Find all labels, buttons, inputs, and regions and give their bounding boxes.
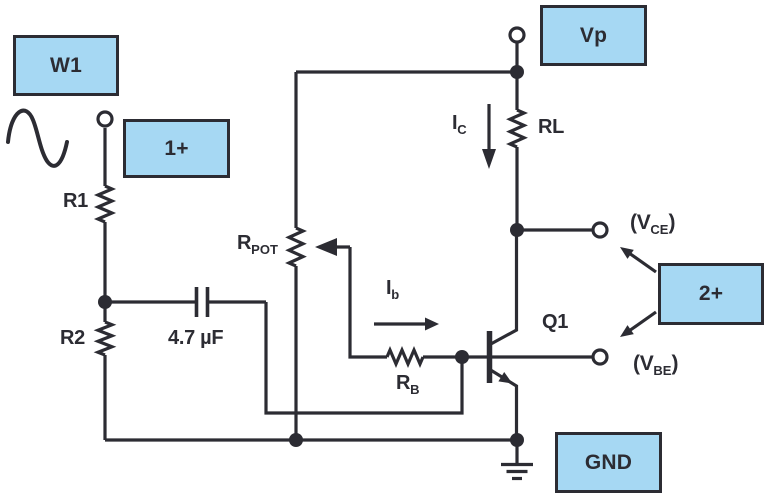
vp-terminal: [508, 26, 526, 44]
transistor-emitter-lead: [488, 367, 519, 440]
junction-dot: [510, 223, 524, 237]
pot-wiper-arrowhead: [315, 238, 337, 256]
junction-dot: [510, 65, 524, 79]
ib-label: Ib: [386, 277, 400, 302]
sine-wave-icon: [6, 108, 69, 168]
potentiometer-symbol: [285, 226, 307, 268]
vbe-label: (VBE): [633, 352, 679, 378]
ch2-plus-label-box: 2+: [658, 263, 764, 325]
vbe-terminal: [591, 348, 609, 366]
emitter-arrowhead: [498, 372, 513, 384]
capacitor-symbol: [194, 287, 210, 317]
ib-current-arrow: [374, 317, 439, 331]
collector-load-branch: [505, 43, 593, 232]
coupling-capacitor-branch: [105, 287, 464, 415]
transistor-collector-lead: [488, 230, 519, 347]
w1-terminal: [96, 110, 114, 128]
vp-label: Vp: [579, 23, 608, 47]
vce-label: (VCE): [630, 211, 676, 237]
ch1-plus-label: 1+: [164, 136, 189, 160]
rl-label: RL: [538, 116, 565, 138]
ic-label: IC: [452, 112, 467, 137]
vp-label-box: Vp: [540, 5, 647, 66]
junction-dot: [98, 295, 112, 309]
w1-label-box: W1: [13, 35, 119, 96]
r1-label: R1: [63, 190, 88, 212]
resistor-rl-symbol: [505, 108, 529, 149]
ch1-plus-label-box: 1+: [123, 119, 230, 178]
rb-label: RB: [396, 372, 420, 397]
r2-label: R2: [60, 327, 85, 349]
ic-current-arrow: [482, 104, 496, 169]
rpot-label: RPOT: [237, 232, 278, 257]
gnd-label: GND: [584, 450, 633, 474]
w1-label: W1: [50, 53, 82, 77]
q1-label: Q1: [542, 311, 569, 333]
resistor-r1-symbol: [93, 184, 117, 224]
capacitor-value-label: 4.7 µF: [168, 327, 224, 349]
junction-dot: [289, 433, 303, 447]
ch2-probe-arrows: [620, 247, 657, 337]
potentiometer-branch: [285, 70, 517, 440]
ch2-plus-label: 2+: [698, 282, 724, 305]
transistor-q1-symbol: [486, 230, 519, 440]
junction-dot: [455, 350, 469, 364]
input-divider-branch: [93, 128, 117, 440]
junction-dot: [510, 433, 524, 447]
vce-terminal: [591, 221, 609, 239]
gnd-label-box: GND: [555, 432, 662, 493]
resistor-r2-symbol: [93, 320, 117, 357]
resistor-rb-symbol: [385, 345, 425, 369]
